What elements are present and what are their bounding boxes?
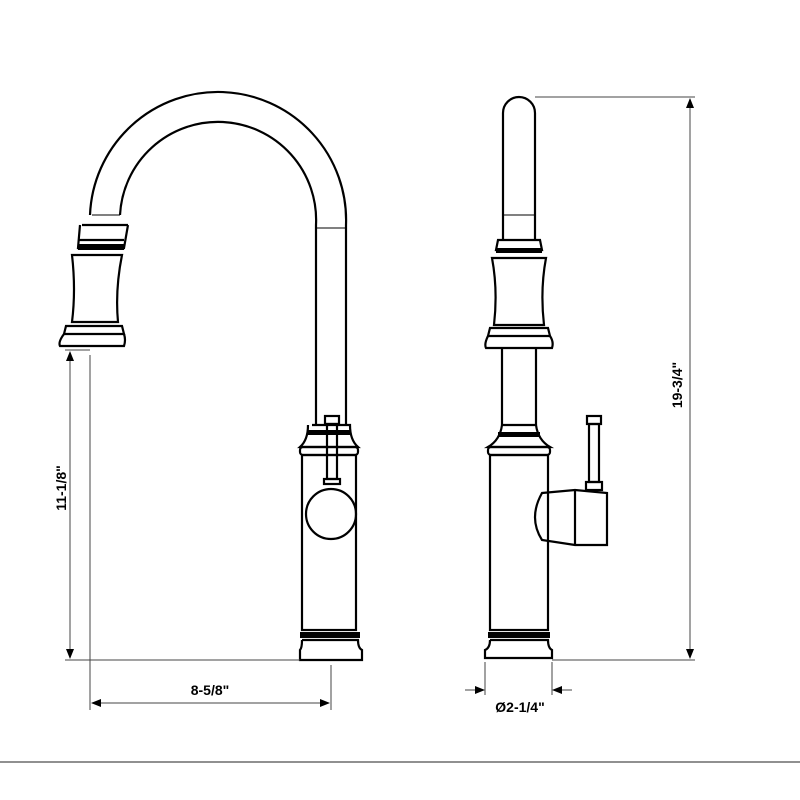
spout-outer — [88, 90, 348, 425]
handle — [304, 414, 358, 541]
base-diameter-label: Ø2-1/4" — [495, 699, 544, 715]
dimension-lines — [0, 96, 800, 763]
side-handle — [533, 414, 609, 547]
total-height-label: 19-3/4" — [669, 362, 685, 408]
pull-down-head — [58, 223, 130, 348]
faucet-body — [297, 423, 364, 662]
spout-inner — [118, 120, 318, 425]
side-view-faucet — [483, 95, 609, 660]
spout-reach-label: 8-5/8" — [191, 682, 230, 698]
front-view-faucet — [58, 90, 364, 662]
spout-height-label: 11-1/8" — [53, 465, 69, 511]
